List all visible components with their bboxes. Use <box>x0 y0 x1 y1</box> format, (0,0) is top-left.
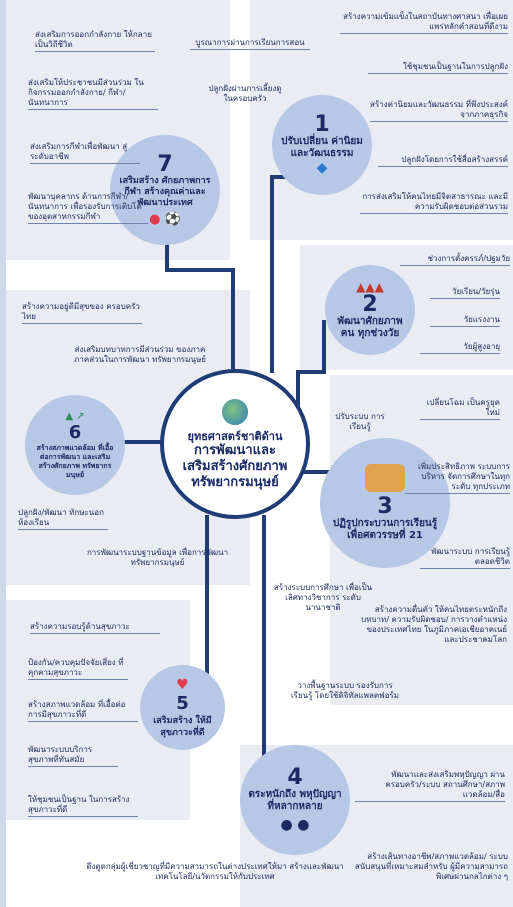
trunk-s1-down <box>270 273 274 373</box>
trunk-s7-vertical <box>231 268 235 373</box>
center-title-line4: ทรัพยากรมนุษย์ <box>191 475 279 490</box>
strategy-7-number: 7 <box>157 151 173 177</box>
trunk-to-s1 <box>270 175 274 275</box>
strategy-4-number: 4 <box>287 765 303 790</box>
s4-item-1: พัฒนาและส่งเสริมพหุปัญญา ผ่านครอบครัว/ระ… <box>355 770 505 802</box>
s3-item-5: สร้างระบบการศึกษา เพื่อเป็นเลิศทางวิชากา… <box>273 583 373 612</box>
s6-item-3: ปลูกฝัง/พัฒนา ทักษะนอกห้องเรียน <box>18 508 108 530</box>
globe-hands-icon <box>220 397 250 427</box>
people-growth-icon: ▲ ↗ <box>65 410 85 422</box>
trunk-to-s2 <box>296 370 300 410</box>
strategy-4-title: ตระหนักถึง พหุปัญญาที่หลากหลาย <box>248 789 342 812</box>
s3-item-7: วางพื้นฐานระบบ รองรับการเรียนรู้ โดยใช้ด… <box>290 681 400 700</box>
family-icon: ▲▲▲ <box>356 280 384 294</box>
s1-item-4: ใช้ชุมชนเป็นฐานในการปลูกฝัง <box>368 62 508 74</box>
s7-item-4: พัฒนาบุคลากร ด้านการกีฬา/นันทนาการ เพื่อ… <box>28 192 148 224</box>
strategy-5-number: 5 <box>176 692 189 714</box>
center-title-line3: เสริมสร้างศักยภาพ <box>182 459 288 474</box>
trunk-to-s4 <box>262 515 266 760</box>
s7-item-2: ส่งเสริมให้ประชาชนมีส่วนร่วม ในกิจกรรมออ… <box>28 78 158 110</box>
trunk-to-s3 <box>300 470 340 474</box>
strategy-1-bubble: 1 ปรับเปลี่ยน ค่านิยมและวัฒนธรรม ◆ <box>272 95 372 195</box>
s6-item-1: สร้างความอยู่ดีมีสุขของ ครอบครัวไทย <box>22 302 142 324</box>
left-edge-strip <box>0 0 6 907</box>
strategy-3-bubble: 3 ปฏิรูปกระบวนการเรียนรู้ เพื่อศตวรรษที่… <box>320 438 450 568</box>
strategy-6-bubble: ▲ ↗ 6 สร้างสภาพแวดล้อม ที่เอื้อต่อการพัฒ… <box>25 395 125 495</box>
strategy-4-bubble: 4 ตระหนักถึง พหุปัญญาที่หลากหลาย ● ● <box>240 745 350 855</box>
s3-item-1: ปรับระบบ การเรียนรู้ <box>335 412 385 431</box>
strategy-2-title: พัฒนาศักยภาพคน ทุกช่วงวัย <box>337 316 403 339</box>
s3-item-2: เปลี่ยนโฉม เป็นครูยุคใหม่ <box>420 398 500 420</box>
strategy-3-number: 3 <box>377 494 393 519</box>
heads-icon: ● ● <box>280 817 310 833</box>
trunk-s2-up <box>322 320 326 374</box>
trunk-s2-horizontal <box>296 370 326 374</box>
strategy-5-title: เสริมสร้าง ให้มีสุขภาวะที่ดี <box>153 715 212 738</box>
s4-item-3: ดึงดูดกลุ่มผู้เชี่ยวชาญที่มีความสามารถใน… <box>86 862 344 881</box>
strategy-2-bubble: ▲▲▲ 2 พัฒนาศักยภาพคน ทุกช่วงวัย <box>325 265 415 355</box>
s3-item-3: เพิ่มประสิทธิภาพ ระบบการบริหาร จัดการศึก… <box>405 462 510 494</box>
s2-item-1: ช่วงการตั้งครรภ์/ปฐมวัย <box>400 254 510 266</box>
s7-item-3: ส่งเสริมการกีฬาเพื่อพัฒนา สู่ระดับอาชีพ <box>30 142 140 164</box>
s1-item-6: ปลูกฝังโดยการใช้สื่อสร้างสรรค์ <box>378 155 508 167</box>
s3-item-6: สร้างความตื่นตัว ให้คนไทยตระหนักถึงบทบาท… <box>361 605 507 644</box>
s5-item-1: สร้างความรอบรู้ด้านสุขภาวะ <box>30 622 160 634</box>
s7-item-1: ส่งเสริมการออกกำลังกาย ให้กลายเป็นวิถีชี… <box>35 30 155 52</box>
s5-item-3: สร้างสภาพแวดล้อม ที่เอื้อต่อการมีสุขภาวะ… <box>28 700 138 722</box>
s4-item-2: สร้างเส้นทางอาชีพ/สภาพแวดล้อม/ ระบบสนับส… <box>354 852 508 881</box>
heart-pulse-icon: ♥ <box>176 676 189 693</box>
central-strategy-bubble: ยุทธศาสตร์ชาติด้าน การพัฒนาและ เสริมสร้า… <box>160 369 310 519</box>
s5-item-4: พัฒนาระบบบริการ สุขภาพที่ทันสมัย <box>28 745 118 767</box>
s3-item-4: พัฒนาระบบ การเรียนรู้ตลอดชีวิต <box>420 547 510 569</box>
strategy-5-bubble: ♥ 5 เสริมสร้าง ให้มีสุขภาวะที่ดี <box>140 665 225 750</box>
s1-item-1: บูรณาการผ่านการเรียนการสอน <box>190 38 310 50</box>
strategy-6-title: สร้างสภาพแวดล้อม ที่เอื้อต่อการพัฒนา และ… <box>36 443 114 479</box>
strategy-7-title: เสริมสร้าง ศักยภาพการกีฬา สร้างคุณค่าและ… <box>119 175 211 208</box>
s1-item-7: การส่งเสริมให้คนไทยมีจิตสาธารณะ และมีควา… <box>360 192 508 214</box>
trunk-s7-horizontal <box>165 268 235 272</box>
s2-item-4: วัยผู้สูงอายุ <box>420 342 500 354</box>
s2-item-2: วัยเรียน/วัยรุ่น <box>430 287 500 299</box>
strategy-3-title: ปฏิรูปกระบวนการเรียนรู้ เพื่อศตวรรษที่ 2… <box>332 518 438 541</box>
sports-balls-icon: ● ⚽ <box>149 211 181 227</box>
s1-item-3: สร้างความเข้มแข็งในสถาบันทางศาสนา เพื่อเ… <box>340 12 508 34</box>
s6-item-2: ส่งเสริมบทบาทการมีส่วนร่วม ของภาคภาคส่วน… <box>74 345 206 364</box>
trunk-to-s6 <box>110 440 165 444</box>
s5-item-2: ป้องกัน/ควบคุมปัจจัยเสี่ยง ที่คุกคามสุขภ… <box>28 658 128 680</box>
center-title-line2: การพัฒนาและ <box>194 443 276 458</box>
s5-item-5: ให้ชุมชนเป็นฐาน ในการสร้างสุขภาวะที่ดี <box>28 795 138 817</box>
trunk-to-s5 <box>205 515 209 690</box>
strategy-2-number: 2 <box>362 292 378 317</box>
diamond-hand-icon: ◆ <box>316 160 328 176</box>
strategy-1-number: 1 <box>314 112 330 137</box>
s1-item-5: สร้างค่านิยมและวัฒนธรรม ที่พึงประสงค์จาก… <box>370 100 508 122</box>
strategy-7-bubble: 7 เสริมสร้าง ศักยภาพการกีฬา สร้างคุณค่าแ… <box>110 135 220 245</box>
strategy-1-title: ปรับเปลี่ยน ค่านิยมและวัฒนธรรม <box>281 136 363 159</box>
s2-item-3: วัยแรงงาน <box>430 315 500 327</box>
s6-item-4: การพัฒนาระบบฐานข้อมูล เพื่อการพัฒนาทรัพย… <box>86 548 229 567</box>
teacher-icon <box>365 464 405 492</box>
strategy-6-number: 6 <box>68 421 82 443</box>
s1-item-2: ปลูกฝังผ่านการเลี้ยงดู ในครอบครัว <box>208 84 282 103</box>
center-title-line1: ยุทธศาสตร์ชาติด้าน <box>187 430 283 443</box>
